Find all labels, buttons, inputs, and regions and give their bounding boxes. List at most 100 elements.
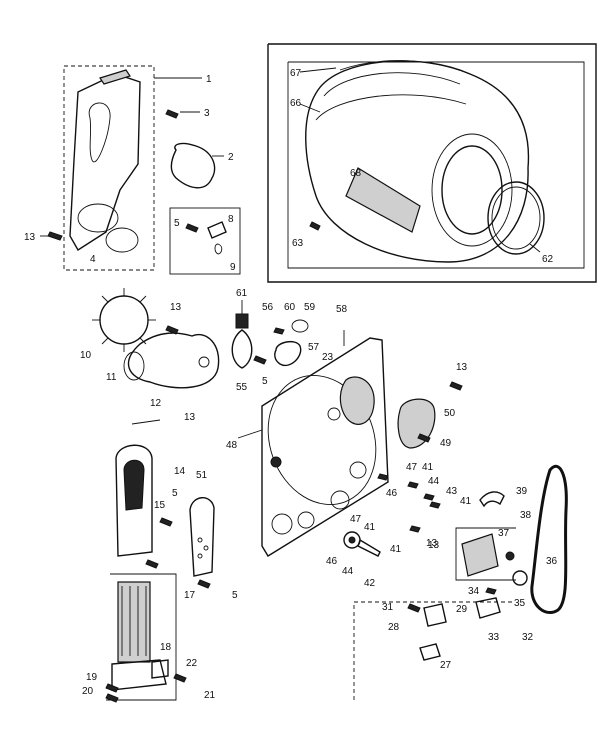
callout: 47 bbox=[350, 514, 362, 525]
screw-icon bbox=[417, 433, 431, 443]
callout: 10 bbox=[80, 350, 92, 361]
heater-housing bbox=[111, 659, 167, 691]
callout: 37 bbox=[498, 528, 510, 539]
drum-baffle bbox=[345, 167, 421, 233]
callout: 13 bbox=[170, 302, 182, 313]
callout: 46 bbox=[386, 488, 398, 499]
screw-icon bbox=[47, 231, 63, 241]
callout: 33 bbox=[488, 632, 500, 643]
callout: 41 bbox=[422, 462, 434, 473]
callout: 34 bbox=[468, 586, 480, 597]
motor-group-box bbox=[455, 527, 516, 581]
bulkhead-heater-opening bbox=[339, 376, 375, 425]
blower-clip bbox=[423, 603, 447, 627]
callout: 21 bbox=[204, 690, 216, 701]
heater-element bbox=[117, 581, 151, 663]
callout: 35 bbox=[514, 598, 526, 609]
drum-inner-box bbox=[287, 61, 585, 269]
callout: 4 bbox=[90, 254, 96, 265]
callout: 39 bbox=[516, 486, 528, 497]
drum-seal-ring bbox=[487, 181, 545, 255]
heater-cover bbox=[397, 398, 436, 449]
callout: 38 bbox=[520, 510, 532, 521]
callout: 47 bbox=[406, 462, 418, 473]
motor-bracket bbox=[475, 597, 501, 619]
screw-icon bbox=[485, 587, 497, 595]
rear-bulkhead bbox=[261, 337, 389, 557]
callout: 20 bbox=[82, 686, 94, 697]
clip-group-box bbox=[169, 207, 241, 275]
heater-cover-group bbox=[397, 398, 436, 449]
lint-duct-opening bbox=[123, 459, 145, 511]
screw-icon bbox=[145, 559, 159, 569]
callout: 57 bbox=[308, 342, 320, 353]
callout: 11 bbox=[106, 372, 117, 383]
callout: 67 bbox=[290, 68, 302, 79]
callout: 41 bbox=[460, 496, 472, 507]
callout: 42 bbox=[364, 578, 376, 589]
duct-opening-upper bbox=[88, 102, 111, 163]
callout: 23 bbox=[322, 352, 334, 363]
clip-icon bbox=[214, 243, 223, 255]
blower-parts-box bbox=[353, 601, 514, 700]
vent-duct bbox=[69, 73, 141, 251]
duct-group bbox=[40, 65, 224, 271]
duct-group-box bbox=[63, 65, 155, 271]
lamp-group bbox=[231, 300, 309, 369]
screw-icon bbox=[407, 481, 419, 489]
drum-group-box bbox=[267, 43, 597, 283]
callout: 3 bbox=[204, 108, 210, 119]
callout: 48 bbox=[226, 440, 238, 451]
duct-seal bbox=[170, 142, 216, 189]
callout: 29 bbox=[456, 604, 468, 615]
screw-icon bbox=[173, 673, 187, 683]
callout: 56 bbox=[262, 302, 274, 313]
clip-group bbox=[169, 207, 241, 275]
idler-arm bbox=[357, 538, 381, 557]
callout: 5 bbox=[262, 376, 268, 387]
screw-icon bbox=[449, 381, 463, 391]
callout: 50 bbox=[444, 408, 456, 419]
callout: 68 bbox=[350, 168, 362, 179]
callout: 13 bbox=[426, 538, 438, 549]
lamp-bulb bbox=[231, 329, 253, 369]
callout: 5 bbox=[232, 590, 238, 601]
callout: 44 bbox=[342, 566, 354, 577]
callout: 13 bbox=[456, 362, 468, 373]
callout: 66 bbox=[290, 98, 302, 109]
blower-group bbox=[92, 288, 220, 389]
lamp-socket bbox=[235, 313, 249, 329]
blower-parts-group bbox=[353, 597, 514, 700]
heater-group-box bbox=[106, 573, 177, 701]
callout: 14 bbox=[174, 466, 186, 477]
callout: 27 bbox=[440, 660, 452, 671]
lint-duct bbox=[115, 444, 153, 557]
callout: 5 bbox=[172, 488, 178, 499]
blower-wheel bbox=[99, 295, 149, 345]
lint-duct-group bbox=[115, 419, 215, 589]
callout: 13 bbox=[428, 540, 440, 551]
callout: 19 bbox=[86, 672, 98, 683]
screw-icon bbox=[165, 325, 179, 335]
callout: 44 bbox=[428, 476, 440, 487]
idler-group bbox=[343, 473, 441, 557]
callout: 58 bbox=[336, 304, 348, 315]
screw-icon bbox=[165, 109, 179, 119]
callout: 22 bbox=[186, 658, 198, 669]
blower-housing bbox=[127, 332, 220, 389]
motor-pulley bbox=[512, 570, 528, 586]
motor-clip bbox=[479, 491, 505, 508]
screw-icon bbox=[407, 603, 421, 613]
bracket-clip bbox=[419, 643, 441, 661]
callout: 60 bbox=[284, 302, 296, 313]
callout: 18 bbox=[160, 642, 172, 653]
drive-belt bbox=[530, 464, 568, 614]
callout: 5 bbox=[174, 218, 180, 229]
callout: 63 bbox=[292, 238, 304, 249]
callout: 8 bbox=[228, 214, 234, 225]
lint-screen-seal bbox=[105, 227, 139, 253]
screw-icon bbox=[273, 327, 285, 335]
callout: 13 bbox=[24, 232, 36, 243]
